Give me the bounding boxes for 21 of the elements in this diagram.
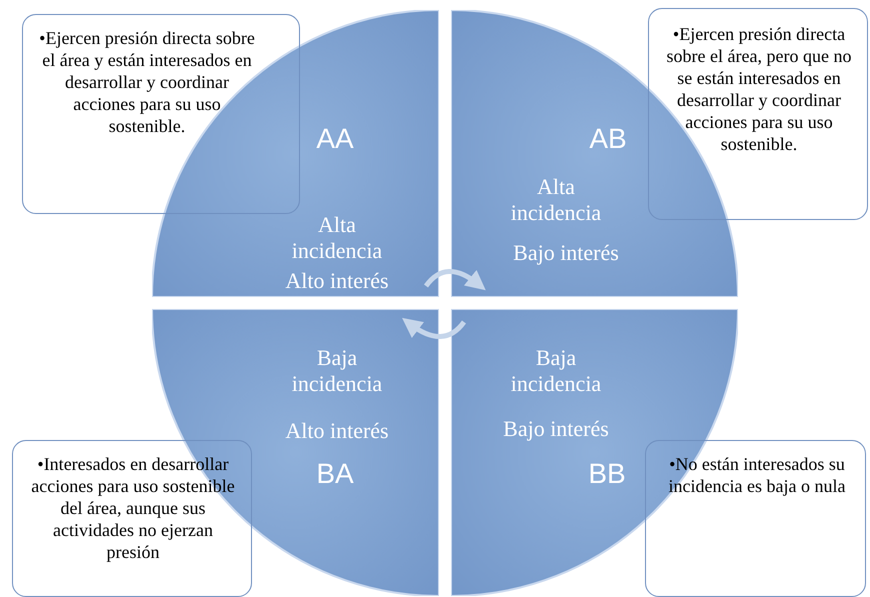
quadrant-label: Baja incidencia [290, 345, 384, 397]
callout-box [22, 14, 300, 214]
quadrant-code: AA [315, 123, 355, 155]
quadrant-label: Bajo interés [502, 416, 610, 442]
callout-box [645, 440, 866, 597]
callout-text: •Ejercen presión directa sobre el área y están interesados en desarrollar y coordinar acciones para su uso sostenible. [38, 27, 256, 137]
callout-box [12, 440, 252, 597]
quadrant-code: BA [315, 458, 355, 490]
quadrant-label: Alto interés [284, 418, 390, 444]
quadrant-code: AB [588, 123, 628, 155]
callout-text: •Ejercen presión directa sobre el área, pero que no se están interesados en desarrollar y coordinar acciones para su uso sostenible. [666, 23, 852, 155]
callout-box [648, 8, 868, 220]
quadrant-label: Bajo interés [512, 240, 620, 266]
callout-text: •Interesados en desarrollar acciones para uso sostenible del área, aunque sus actividades no ejerzan presión [30, 453, 236, 563]
curved-arrow [402, 318, 466, 339]
curved-arrow [424, 269, 486, 290]
quadrant-label: Baja incidencia [510, 345, 602, 397]
quadrant-code: BB [587, 458, 627, 490]
quadrant-label: Alta incidencia [510, 174, 602, 226]
quadrant-label: Alto interés [284, 268, 390, 294]
quadrant-label: Alta incidencia [290, 212, 384, 264]
